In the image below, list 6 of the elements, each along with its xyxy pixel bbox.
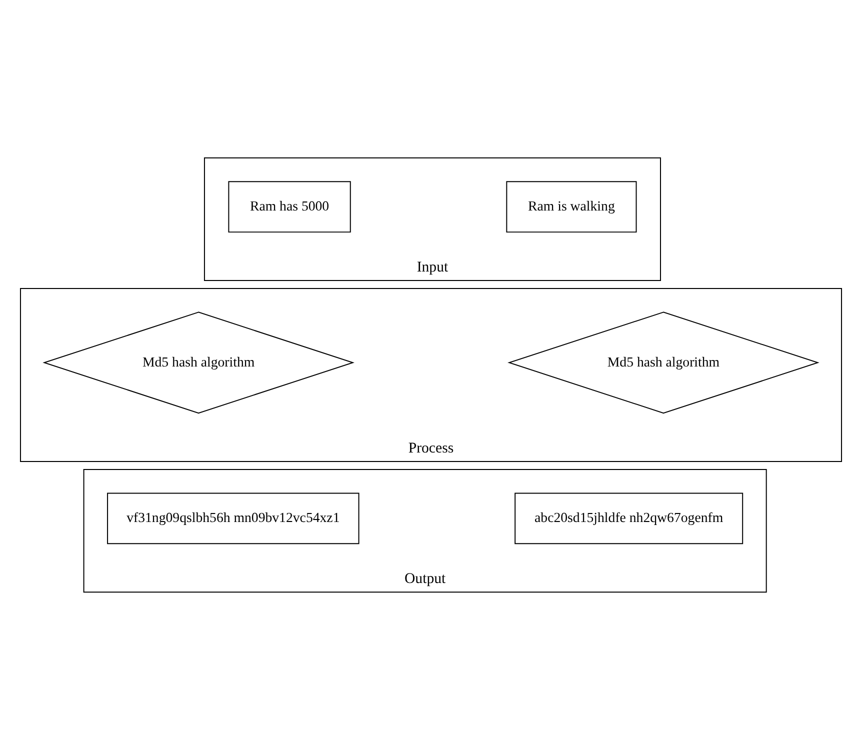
- node-box: abc20sd15jhldfe nh2qw67ogenfm: [514, 492, 744, 544]
- node-box: Ram has 5000: [228, 180, 351, 232]
- node-diamond: Md5 hash algorithm: [42, 311, 354, 414]
- node-box: Ram is walking: [506, 180, 637, 232]
- node-diamond: Md5 hash algorithm: [508, 311, 820, 414]
- node-box: vf31ng09qslbh56h mn09bv12vc54xz1: [107, 492, 360, 544]
